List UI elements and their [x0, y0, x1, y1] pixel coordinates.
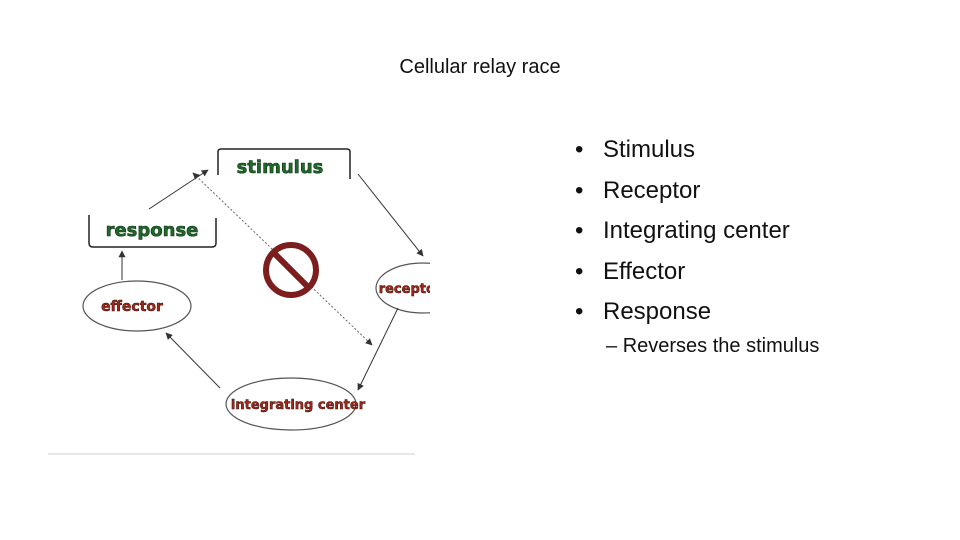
bullet-item: Integrating center: [575, 211, 790, 252]
receptor-label: receptor: [379, 282, 430, 297]
stimulus-box: stimulus: [217, 148, 351, 179]
receptor-node: receptor: [375, 262, 430, 314]
stimulus-label: stimulus: [237, 157, 324, 178]
relay-diagram: stimulus response receptor effector inte…: [48, 148, 430, 455]
sub-bullet-text: Reverses the stimulus: [622, 335, 820, 357]
bullet-item: Response: [575, 292, 790, 333]
integrating-center-node: integrating center: [225, 377, 366, 431]
arrow-stimulus-to-receptor: [357, 173, 424, 257]
bullet-item: Receptor: [575, 171, 790, 212]
bullet-list: Stimulus Receptor Integrating center Eff…: [575, 130, 790, 333]
bullet-item: Stimulus: [575, 130, 790, 171]
sub-bullet-marker: –: [606, 335, 618, 357]
arrow-response-to-stimulus: [148, 169, 209, 210]
no-entry-icon: [263, 242, 319, 298]
sub-bullet-item: – Reverses the stimulus: [606, 331, 819, 361]
effector-label: effector: [101, 299, 163, 315]
integrating-center-label: integrating center: [231, 398, 366, 413]
response-label: response: [106, 220, 199, 241]
bullet-item: Effector: [575, 252, 790, 293]
arrow-integrating-center-to-effector: [165, 332, 221, 389]
effector-node: effector: [82, 280, 192, 332]
response-box: response: [88, 215, 217, 248]
slide-title: Cellular relay race: [399, 56, 561, 78]
arrow-receptor-to-integrating-center: [357, 307, 399, 391]
sub-bullet-list: – Reverses the stimulus: [606, 331, 819, 361]
